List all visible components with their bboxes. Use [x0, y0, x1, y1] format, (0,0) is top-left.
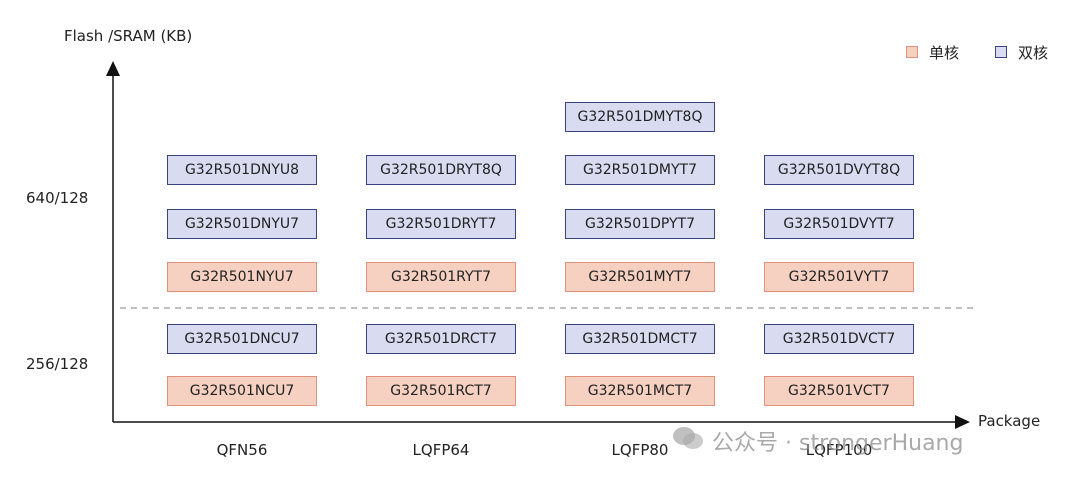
chip-qfn56-nyu7: G32R501NYU7 — [167, 262, 317, 292]
x-label-qfn56: QFN56 — [216, 441, 268, 459]
y-axis-title: Flash /SRAM (KB) — [64, 27, 193, 45]
y-label-640-128: 640/128 — [26, 189, 89, 207]
chip-lqfp100-vyt7: G32R501VYT7 — [764, 262, 914, 292]
legend-dual-label: 双核 — [1018, 44, 1049, 62]
wechat-icon — [672, 424, 704, 452]
legend-single-label: 单核 — [929, 44, 960, 62]
x-axis-arrow — [955, 415, 970, 429]
chip-lqfp64-ryt7: G32R501RYT7 — [366, 262, 516, 292]
y-axis-arrow — [106, 61, 120, 76]
chip-lqfp80-mct7: G32R501MCT7 — [565, 376, 715, 406]
legend-single-swatch — [906, 46, 918, 58]
chip-lqfp64-dryt8q: G32R501DRYT8Q — [366, 155, 516, 185]
chip-lqfp64-dryt7: G32R501DRYT7 — [366, 209, 516, 239]
chip-qfn56-dnyu8: G32R501DNYU8 — [167, 155, 317, 185]
chip-qfn56-dncu7: G32R501DNCU7 — [167, 324, 317, 354]
x-label-lqfp100: LQFP100 — [805, 441, 873, 459]
chip-lqfp80-myt7: G32R501MYT7 — [565, 262, 715, 292]
chip-lqfp80-dmct7: G32R501DMCT7 — [565, 324, 715, 354]
chip-lqfp100-dvyt7: G32R501DVYT7 — [764, 209, 914, 239]
chip-qfn56-dnyu7: G32R501DNYU7 — [167, 209, 317, 239]
x-label-lqfp80: LQFP80 — [611, 441, 669, 459]
chip-lqfp64-rct7: G32R501RCT7 — [366, 376, 516, 406]
chip-lqfp100-dvyt8q: G32R501DVYT8Q — [764, 155, 914, 185]
x-axis-title: Package — [978, 412, 1041, 430]
y-label-256-128: 256/128 — [26, 355, 89, 373]
chip-lqfp80-dmyt8q: G32R501DMYT8Q — [565, 102, 715, 132]
chip-qfn56-ncu7: G32R501NCU7 — [167, 376, 317, 406]
chip-lqfp80-dpyt7: G32R501DPYT7 — [565, 209, 715, 239]
x-label-lqfp64: LQFP64 — [412, 441, 470, 459]
chip-lqfp100-dvct7: G32R501DVCT7 — [764, 324, 914, 354]
chip-lqfp100-vct7: G32R501VCT7 — [764, 376, 914, 406]
watermark-text: 公众号 · strongerHuang — [712, 431, 964, 456]
legend-dual-swatch — [995, 46, 1007, 58]
chip-lqfp80-dmyt7: G32R501DMYT7 — [565, 155, 715, 185]
chip-lqfp64-drct7: G32R501DRCT7 — [366, 324, 516, 354]
